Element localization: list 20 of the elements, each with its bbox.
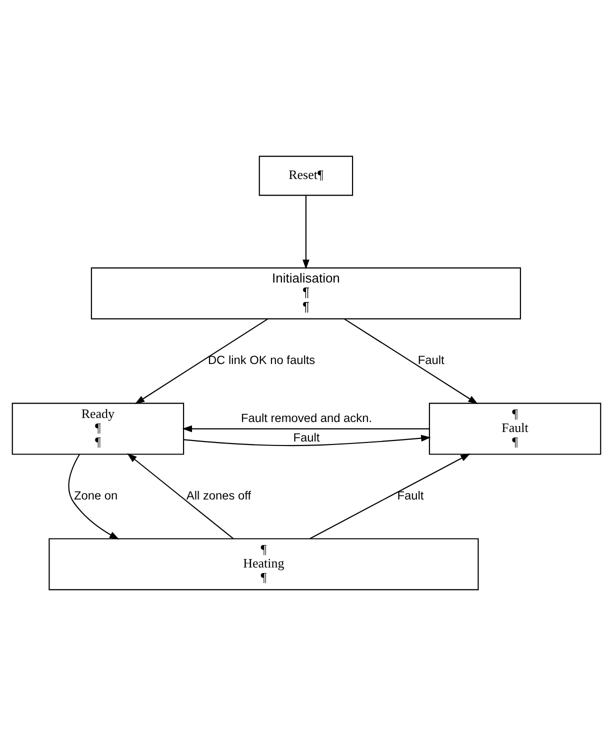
edge-label: DC link OK no faults <box>208 352 316 367</box>
node-box: Ready ¶ ¶ <box>12 402 184 454</box>
arrow <box>302 194 310 269</box>
node-box: ¶ Fault ¶ <box>428 402 602 454</box>
edge-label: Fault <box>293 430 320 444</box>
edge-label: Fault <box>397 488 424 502</box>
arrow <box>184 434 431 446</box>
arrow <box>182 424 430 432</box>
arrow <box>68 454 120 539</box>
edge-label: Fault <box>418 352 444 367</box>
arrow <box>310 453 470 539</box>
node-box: Initialisation ¶ ¶ <box>90 266 521 319</box>
arrow <box>127 452 234 539</box>
node-box: Reset¶ <box>258 155 354 196</box>
edge-label: All zones off <box>186 488 252 502</box>
edge-label: Zone on <box>74 488 118 502</box>
edge-label: Fault removed and ackn. <box>240 410 372 425</box>
node-box: ¶ Heating ¶ <box>48 538 479 590</box>
arrow <box>134 318 268 404</box>
arrow <box>344 318 478 404</box>
